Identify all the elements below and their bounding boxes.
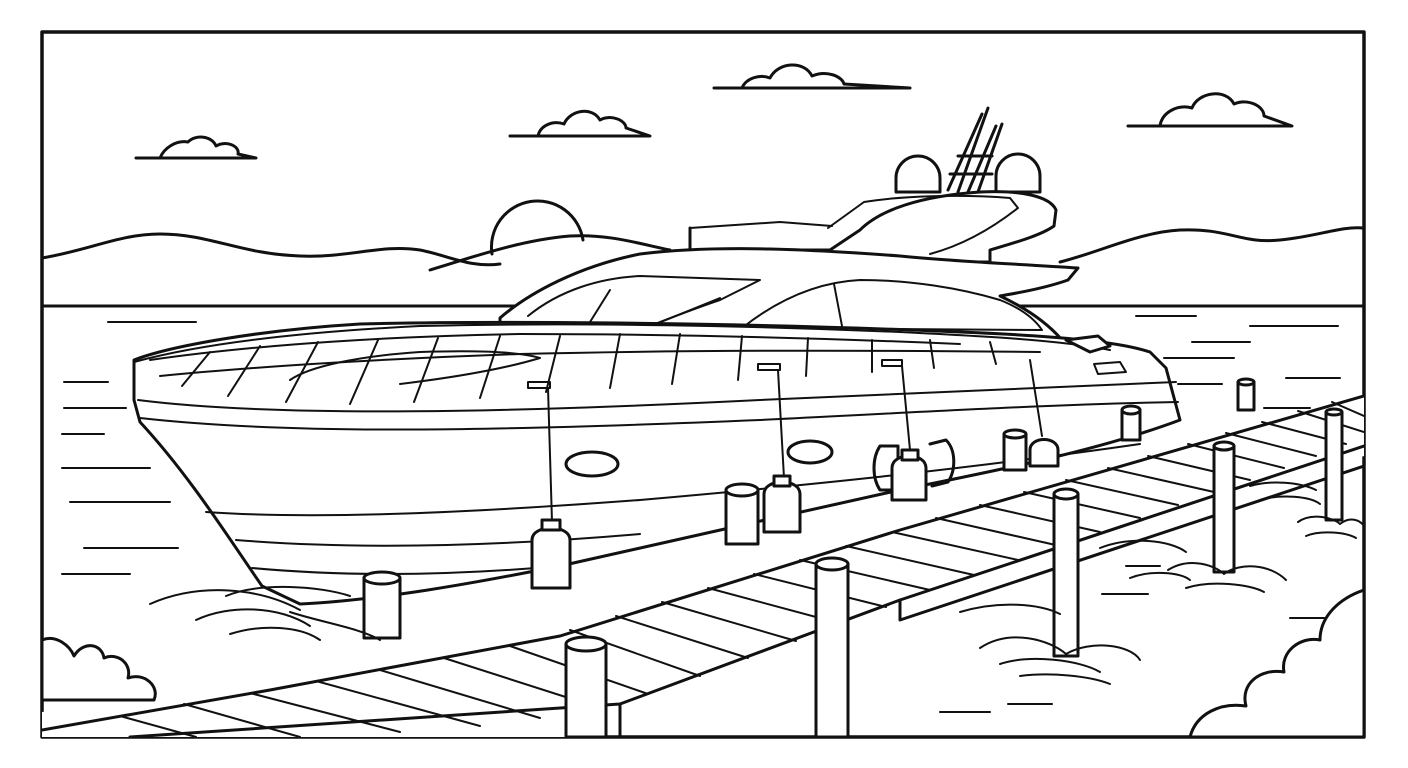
piling (1212, 444, 1236, 574)
yacht-porthole (564, 450, 620, 478)
bushes (42, 588, 1364, 737)
fender (1028, 438, 1060, 468)
bush (42, 637, 157, 702)
piling (814, 562, 850, 737)
yacht (132, 106, 1182, 606)
cloud-icon (1126, 92, 1294, 128)
fender (530, 526, 572, 590)
fender (762, 480, 802, 534)
clouds (134, 63, 1294, 160)
fender (890, 454, 928, 502)
fenders (530, 359, 1060, 590)
piling (724, 488, 760, 546)
sun-icon (489, 199, 585, 256)
piling (362, 576, 402, 640)
cloud-icon (134, 135, 258, 160)
yacht-flybridge (688, 190, 1058, 264)
ripples (149, 481, 1364, 685)
yacht-railing (133, 323, 1111, 405)
pilings (362, 377, 1344, 737)
piling (564, 642, 608, 737)
yacht-cabin (498, 247, 1080, 342)
cloud-icon (508, 109, 652, 138)
water (61, 315, 1341, 713)
dock (42, 394, 1364, 737)
yacht-side-window (741, 279, 1043, 331)
piling (1324, 410, 1344, 522)
piling (1052, 492, 1080, 658)
hills (42, 226, 1364, 272)
bush (1188, 588, 1364, 737)
frame-border (40, 30, 1366, 739)
yacht-porthole (786, 439, 834, 465)
cloud-icon (712, 63, 912, 90)
yacht-mast (894, 106, 1042, 194)
